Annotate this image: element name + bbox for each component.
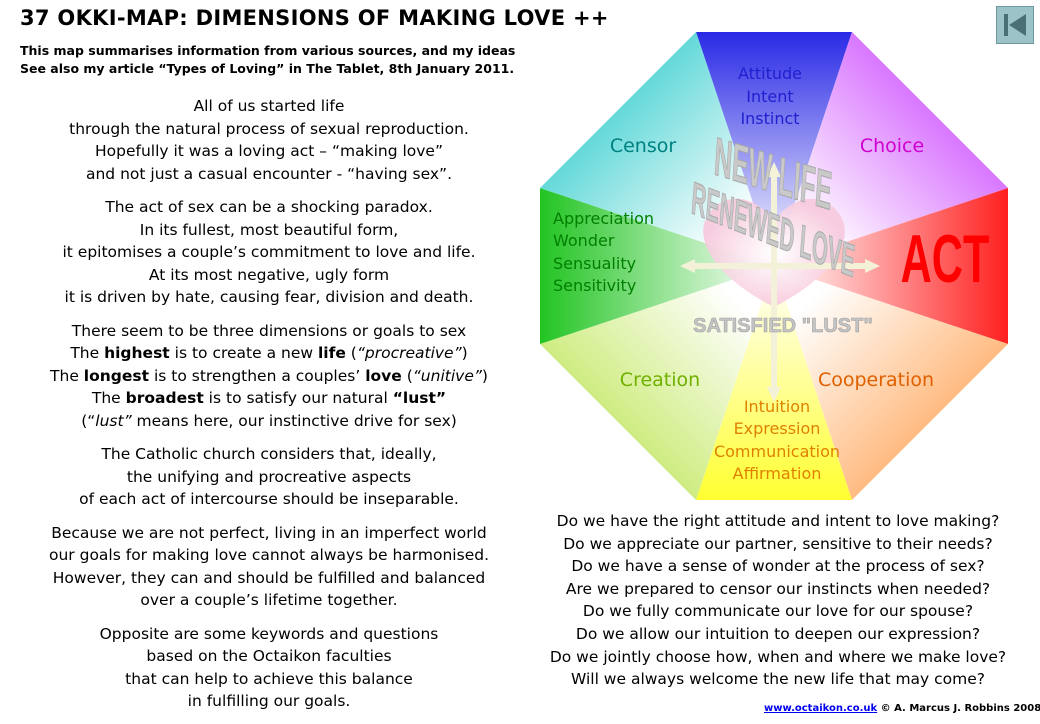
keyword-intuition: Intuition bbox=[744, 397, 810, 416]
text-run: ( bbox=[345, 344, 357, 362]
text-run: The bbox=[91, 389, 126, 407]
intro-paragraph: The act of sex can be a shocking paradox… bbox=[8, 196, 530, 309]
text-run: broadest bbox=[125, 389, 204, 407]
question-item: Do we jointly choose how, when and where… bbox=[549, 647, 1007, 666]
text-run: The bbox=[70, 344, 105, 362]
text-line: Hopefully it was a loving act – “making … bbox=[94, 142, 443, 160]
text-run: lust” bbox=[95, 411, 132, 430]
text-run: love bbox=[365, 366, 402, 385]
text-run: The bbox=[50, 366, 84, 385]
keyword-affirmation: Affirmation bbox=[733, 464, 822, 483]
text-line: it is driven by hate, causing fear, divi… bbox=[64, 288, 474, 306]
questions-list: Do we have the right attitude and intent… bbox=[528, 510, 1028, 691]
keyword-instinct: Instinct bbox=[740, 109, 799, 128]
segment-right bbox=[774, 188, 1008, 344]
question-item: Are we prepared to censor our instincts … bbox=[565, 579, 991, 598]
keyword-wonder: Wonder bbox=[553, 231, 615, 250]
intro-paragraph: There seem to be three dimensions or goa… bbox=[8, 320, 530, 433]
label-act: ACT bbox=[901, 222, 990, 297]
keyword-attitude: Attitude bbox=[738, 64, 802, 83]
question-item: Do we allow our intuition to deepen our … bbox=[575, 624, 981, 643]
text-line: through the natural process of sexual re… bbox=[69, 119, 469, 138]
text-run: ( bbox=[401, 366, 413, 385]
text-line: All of us started life bbox=[193, 97, 345, 115]
text-line: that can help to achieve this balance bbox=[125, 669, 413, 688]
keyword-communication: Communication bbox=[714, 442, 840, 461]
text-line: The Catholic church considers that, idea… bbox=[101, 445, 437, 463]
label-censor: Censor bbox=[610, 135, 677, 157]
center-label-satisfied-lust: SATISFIED "LUST" bbox=[693, 315, 873, 337]
octagon-diagram: NEW LIFE RENEWED LOVE SATISFIED "LUST" A… bbox=[540, 32, 1008, 500]
question-item: Do we have a sense of wonder at the proc… bbox=[571, 557, 985, 576]
footer: www.octaikon.co.uk © A. Marcus J. Robbin… bbox=[764, 703, 1040, 714]
question-item: Will we always welcome the new life that… bbox=[570, 670, 986, 689]
text-run: life bbox=[317, 344, 346, 362]
text-run: is to strengthen a couples’ bbox=[149, 366, 366, 385]
text-line: based on the Octaikon faculties bbox=[146, 647, 392, 665]
text-line: and not just a casual encounter - “havin… bbox=[85, 164, 453, 183]
text-run: means here, our instinctive drive for se… bbox=[131, 411, 457, 430]
intro-paragraph: All of us started life through the natur… bbox=[8, 95, 530, 185]
text-line: However, they can and should be fulfille… bbox=[52, 568, 486, 587]
text-run: “procreative” bbox=[356, 344, 462, 362]
intro-paragraph: The Catholic church considers that, idea… bbox=[8, 443, 530, 511]
text-run: highest bbox=[104, 344, 170, 362]
keyword-sensitivity: Sensitivity bbox=[553, 276, 636, 295]
text-run: ) bbox=[461, 344, 468, 362]
text-line: our goals for making love cannot always … bbox=[49, 546, 489, 564]
intro-paragraph: Because we are not perfect, living in an… bbox=[8, 522, 530, 612]
page-subtitle: This map summarises information from var… bbox=[20, 42, 515, 78]
text-line: Opposite are some keywords and questions bbox=[99, 624, 439, 643]
text-line: At its most negative, ugly form bbox=[148, 265, 390, 284]
label-choice: Choice bbox=[860, 135, 924, 157]
segment-top bbox=[696, 32, 852, 266]
octaikon-link[interactable]: www.octaikon.co.uk bbox=[764, 703, 878, 714]
center-cross bbox=[680, 162, 880, 402]
keyword-sensuality: Sensuality bbox=[553, 254, 636, 273]
keyword-appreciation: Appreciation bbox=[553, 209, 654, 228]
text-line: it epitomises a couple’s commitment to l… bbox=[62, 243, 476, 261]
text-line: in fulfilling our goals. bbox=[187, 692, 351, 710]
question-item: Do we have the right attitude and intent… bbox=[556, 512, 1000, 530]
text-line: There seem to be three dimensions or goa… bbox=[71, 321, 467, 340]
text-run: is to satisfy our natural bbox=[203, 389, 393, 407]
subtitle-line: This map summarises information from var… bbox=[20, 43, 516, 58]
subtitle-line: See also my article “Types of Loving” in… bbox=[20, 61, 515, 76]
question-item: Do we appreciate our partner, sensitive … bbox=[563, 534, 993, 553]
label-creation: Creation bbox=[620, 369, 700, 391]
text-run: “unitive” bbox=[412, 366, 482, 385]
text-line: The act of sex can be a shocking paradox… bbox=[105, 198, 433, 216]
text-line: the unifying and procreative aspects bbox=[126, 467, 412, 486]
text-run: longest bbox=[83, 366, 150, 385]
text-run: is to create a new bbox=[169, 344, 318, 362]
text-line: Because we are not perfect, living in an… bbox=[51, 523, 487, 542]
text-line: over a couple’s lifetime together. bbox=[140, 591, 398, 609]
back-button[interactable] bbox=[996, 6, 1034, 44]
text-run: (“ bbox=[81, 411, 96, 430]
skip-back-icon bbox=[1004, 14, 1026, 36]
question-item: Do we fully communicate our love for our… bbox=[582, 602, 974, 621]
text-line: In its fullest, most beautiful form, bbox=[139, 220, 399, 239]
text-line: of each act of intercourse should be ins… bbox=[79, 490, 459, 508]
keyword-expression: Expression bbox=[734, 419, 821, 438]
intro-text: All of us started life through the natur… bbox=[8, 95, 530, 724]
segment-left bbox=[540, 188, 774, 344]
text-run: ) bbox=[481, 366, 488, 385]
keyword-intent: Intent bbox=[746, 87, 793, 106]
page-title: 37 OKKI-MAP: DIMENSIONS OF MAKING LOVE +… bbox=[20, 6, 609, 30]
text-run: “lust” bbox=[392, 389, 447, 407]
intro-paragraph: Opposite are some keywords and questions… bbox=[8, 623, 530, 713]
label-cooperation: Cooperation bbox=[818, 369, 934, 391]
copyright-text: © A. Marcus J. Robbins 2008 bbox=[877, 703, 1040, 714]
